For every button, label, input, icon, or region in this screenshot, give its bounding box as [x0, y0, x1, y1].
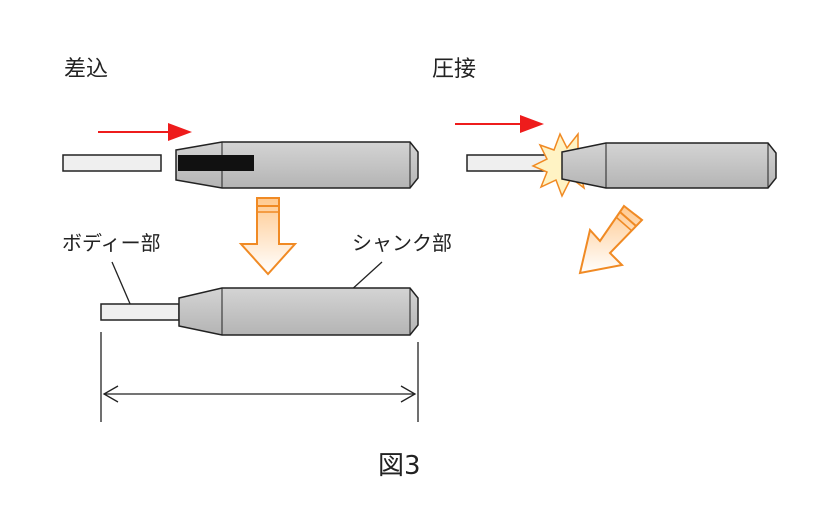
figure-caption: 図3 [378, 451, 421, 481]
shank-bore [178, 155, 254, 171]
body-part-leader [111, 261, 132, 307]
assembled-shank [178, 287, 419, 336]
shank-part-label: シャンク部 [352, 231, 452, 255]
push-arrow-left [98, 123, 192, 141]
weld-label: 圧接 [432, 57, 476, 82]
flow-arrow-diagonal [578, 204, 644, 275]
push-arrow-right [455, 115, 544, 133]
shank-weld [561, 142, 777, 189]
body-part-label: ボディー部 [62, 231, 161, 255]
assembled-body-rod [100, 303, 180, 321]
shank-with-bore [175, 141, 419, 189]
flow-arrow-down [238, 197, 298, 276]
body-rod-weld [466, 154, 548, 172]
body-rod-separate [62, 154, 162, 172]
insert-label: 差込 [64, 57, 108, 82]
dimension-arrow [100, 332, 419, 422]
